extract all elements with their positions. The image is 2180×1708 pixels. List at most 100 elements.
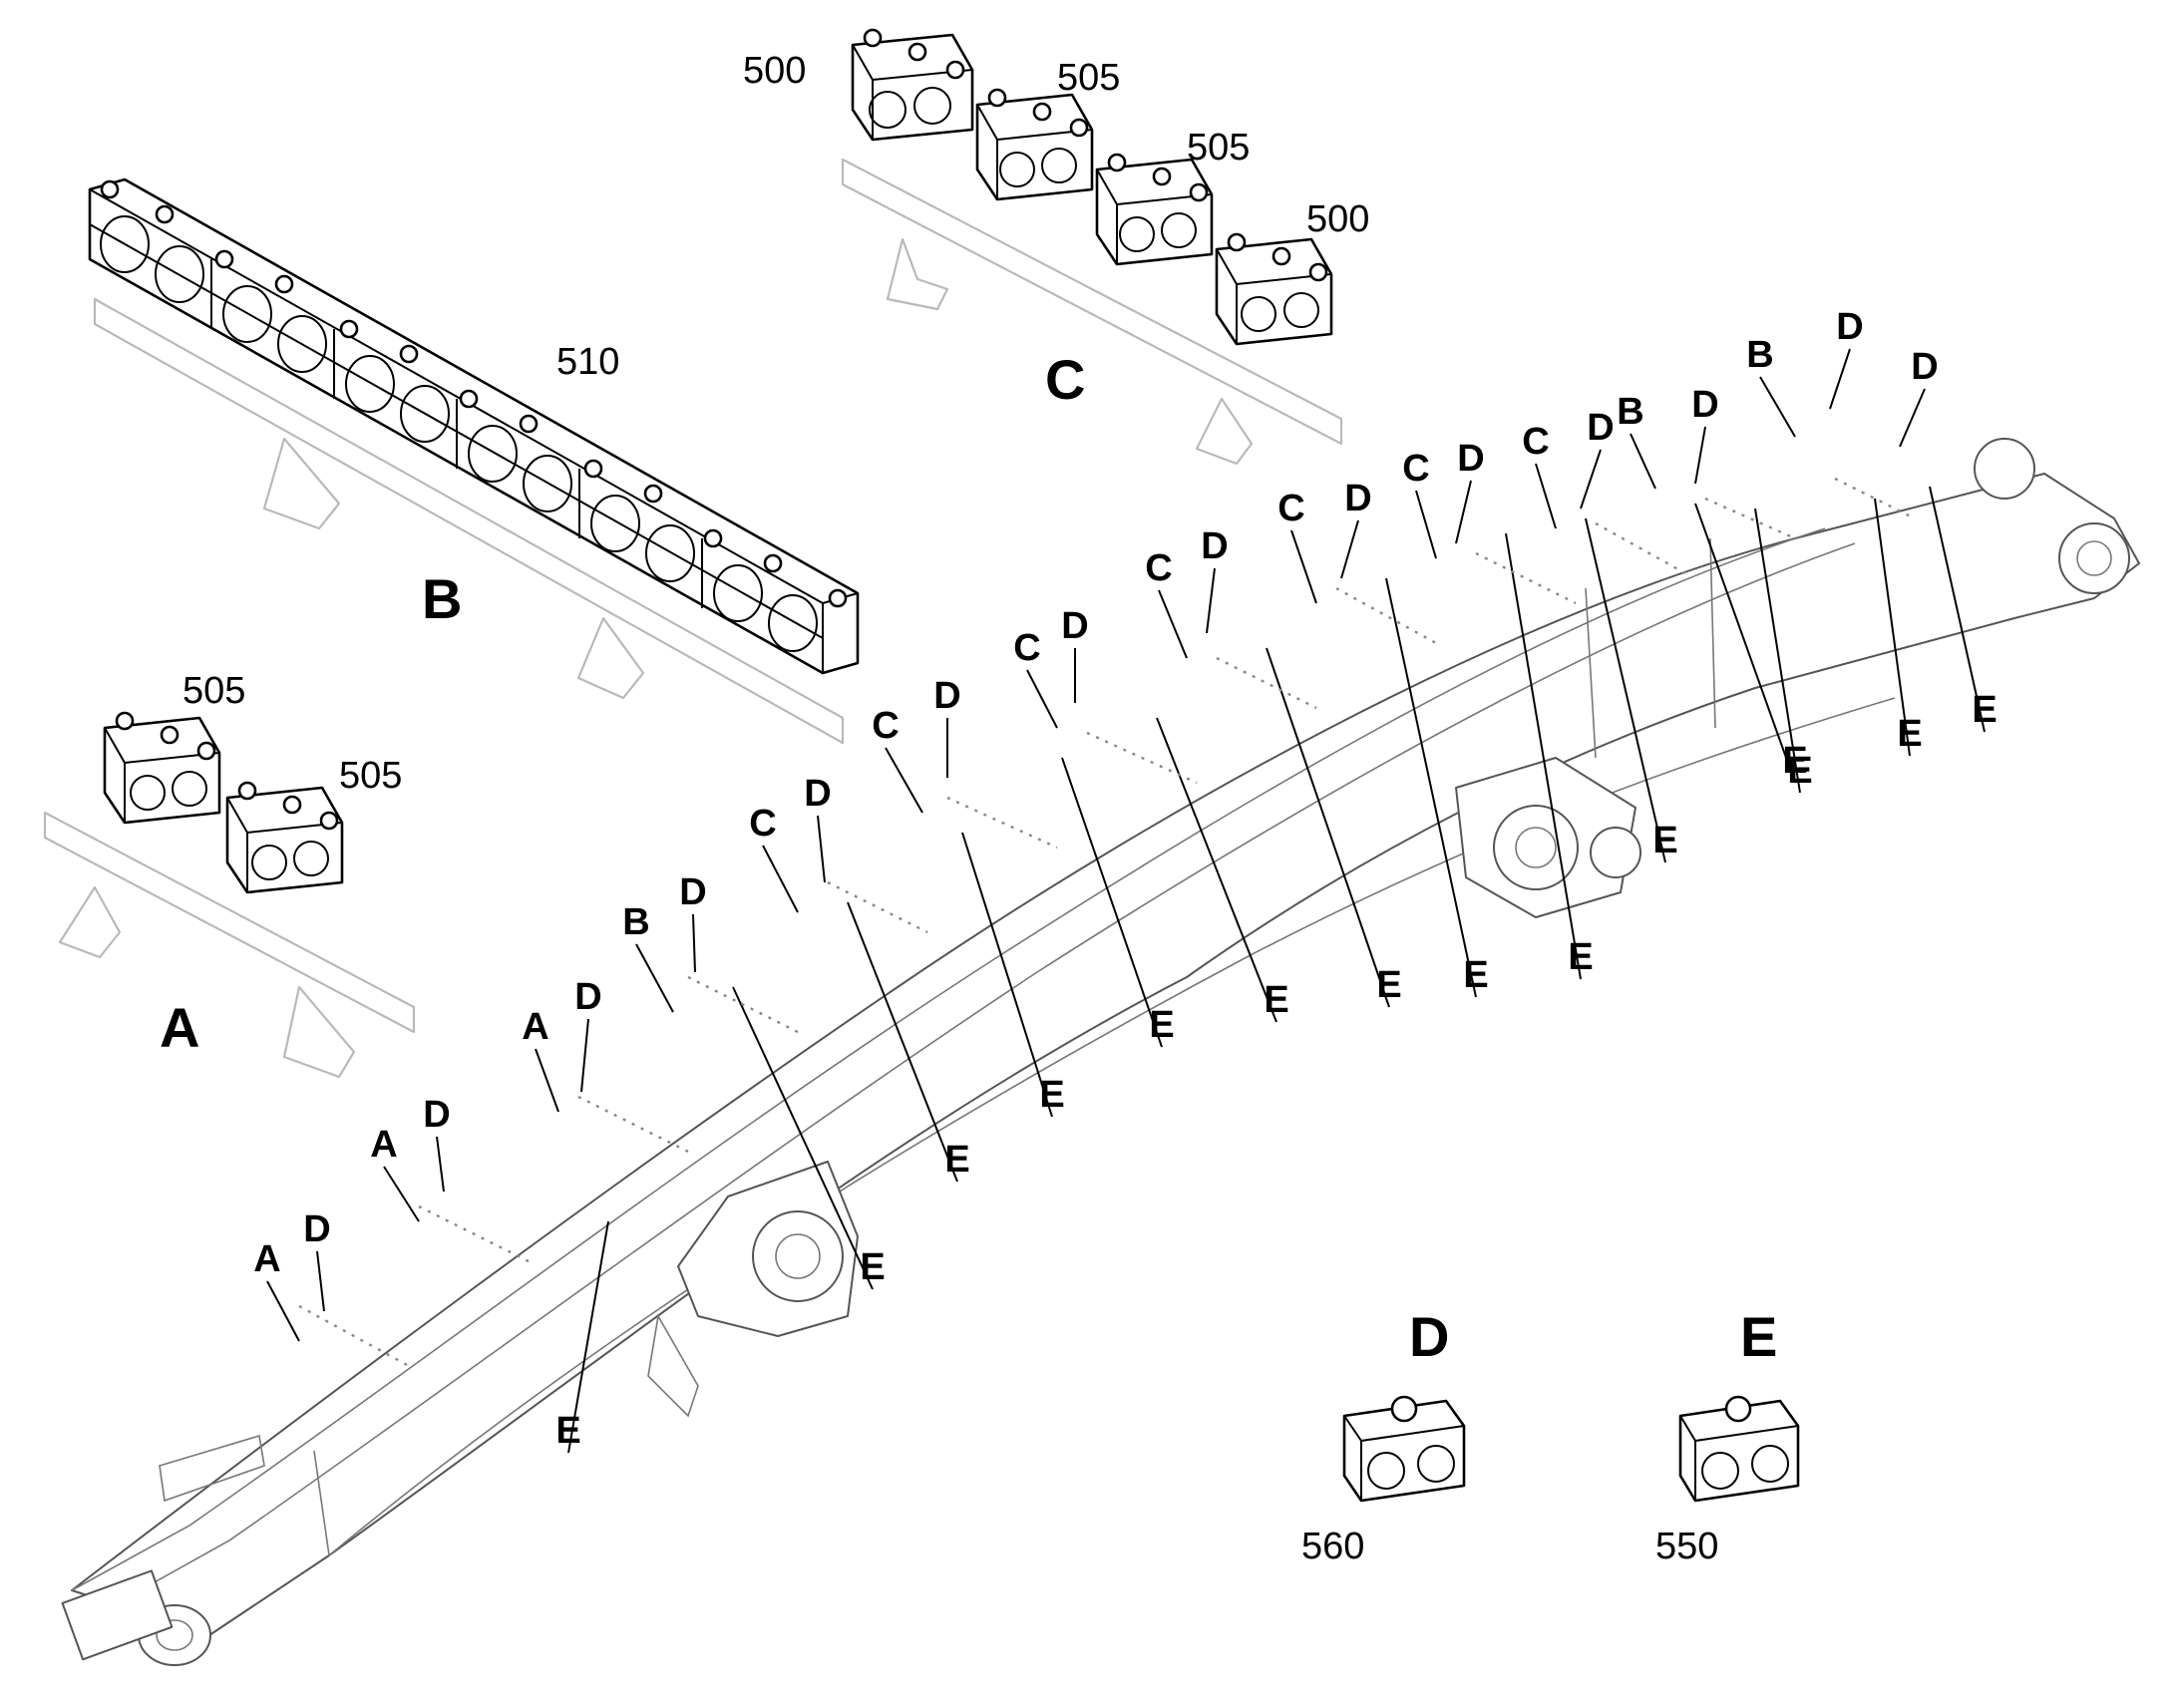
clamp-row-marker — [298, 1304, 410, 1368]
clamp-560-d — [1342, 1395, 1466, 1503]
callout-label-c: C — [1522, 421, 1549, 463]
clamp-500-c-end — [1215, 232, 1333, 346]
callout-label-d: D — [679, 871, 706, 913]
clamp-row-marker — [1595, 521, 1686, 575]
callout-label-e: E — [860, 1246, 885, 1288]
callout-leader-line — [1026, 669, 1058, 729]
callout-leader-line — [383, 1166, 420, 1222]
callout-leader-line — [692, 913, 696, 973]
callout-leader-line — [1694, 503, 1796, 784]
group-label-e: E — [1740, 1305, 1777, 1368]
callout-label-e: E — [1149, 1004, 1174, 1046]
callout-label-d: D — [423, 1094, 450, 1136]
clamp-505-c-right — [1095, 153, 1214, 266]
callout-leader-line — [1340, 519, 1359, 579]
callout-leader-line — [1158, 589, 1188, 659]
clamp-row-marker — [418, 1204, 530, 1263]
group-label-b: B — [422, 567, 462, 630]
group-labels: C B A D E — [160, 348, 1777, 1368]
callout-label-e: E — [1897, 713, 1922, 755]
callout-leader-line — [1580, 449, 1602, 510]
part-number-560: 560 — [1301, 1526, 1364, 1567]
callout-label-c: C — [1145, 547, 1172, 589]
group-label-a: A — [160, 996, 199, 1059]
callout-leader-line — [1505, 532, 1582, 980]
callout-leader-line — [1829, 348, 1851, 410]
callout-label-a: A — [253, 1238, 280, 1280]
clamp-500-c-left — [851, 28, 974, 142]
callout-label-e: E — [1264, 979, 1288, 1021]
part-number-505: 505 — [339, 755, 402, 797]
callout-leader-line — [1415, 490, 1437, 559]
callout-label-b: B — [1617, 391, 1643, 433]
group-a-assembly — [43, 711, 416, 1079]
group-c-assembly — [841, 28, 1343, 466]
clamp-row-marker — [1704, 497, 1796, 540]
callout-leader-line — [847, 901, 958, 1183]
clamp-505-a-right — [225, 781, 344, 894]
callout-leader-line — [635, 943, 674, 1013]
part-number-510: 510 — [556, 341, 619, 383]
callout-label-c: C — [1402, 448, 1429, 490]
callout-leader-line — [732, 986, 874, 1290]
part-number-505: 505 — [1057, 57, 1120, 99]
callout-label-e: E — [1568, 936, 1593, 978]
callout-leader-line — [762, 845, 799, 913]
callout-label-e: E — [1972, 689, 1997, 731]
callout-label-d: D — [1911, 346, 1938, 388]
part-number-505: 505 — [1187, 127, 1250, 169]
callout-leader-line — [1630, 433, 1656, 490]
callout-label-e: E — [555, 1410, 580, 1452]
callout-leader-line — [1385, 577, 1477, 998]
part-number-500: 500 — [743, 50, 806, 92]
callout-label-a: A — [370, 1124, 397, 1166]
callout-label-e: E — [1376, 964, 1401, 1006]
group-label-d: D — [1409, 1305, 1449, 1368]
group-label-c: C — [1045, 348, 1085, 411]
callout-label-e: E — [1787, 750, 1812, 792]
callout-leader-line — [1290, 529, 1317, 604]
boom-structure — [61, 438, 2140, 1666]
callout-label-e: E — [1782, 740, 1807, 782]
clamp-row-marker — [1086, 731, 1198, 785]
callout-leader-line — [1929, 486, 1986, 733]
callout-leader-line — [885, 747, 923, 814]
part-number-505: 505 — [182, 670, 245, 712]
boom-clamp-positions — [266, 348, 1986, 1454]
clamp-row-marker — [687, 975, 799, 1034]
callout-label-e: E — [944, 1139, 969, 1181]
callout-leader-line — [1266, 647, 1390, 1008]
callout-leader-line — [1455, 480, 1472, 544]
callout-label-c: C — [1277, 488, 1304, 529]
callout-label-d: D — [1691, 384, 1718, 426]
callout-label-b: B — [622, 901, 649, 943]
clamp-row-marker — [946, 796, 1058, 850]
clamp-510-b — [88, 177, 860, 675]
callout-leader-line — [1206, 567, 1216, 634]
callout-leader-line — [567, 1220, 609, 1454]
callout-leader-line — [1759, 376, 1796, 438]
part-number-550: 550 — [1655, 1526, 1718, 1567]
callout-label-d: D — [1836, 306, 1863, 348]
callout-label-d: D — [933, 675, 960, 717]
part-number-500: 500 — [1306, 198, 1369, 240]
callout-label-e: E — [1652, 820, 1677, 861]
callout-label-c: C — [1013, 627, 1040, 669]
part-number-labels: 500 505 505 500 510 505 505 560 550 — [182, 50, 1718, 1567]
callout-leader-line — [1061, 757, 1163, 1048]
callout-leader-line — [1874, 498, 1911, 757]
callout-leader-line — [1694, 426, 1706, 485]
callout-leader-line — [535, 1048, 559, 1113]
callout-leader-line — [316, 1250, 325, 1312]
group-b-assembly — [88, 177, 860, 745]
callout-label-c: C — [749, 803, 776, 845]
callout-leader-line — [1754, 508, 1801, 794]
clamp-505-c-mid — [975, 88, 1094, 201]
callout-label-d: D — [804, 773, 831, 815]
callout-label-d: D — [1457, 438, 1484, 480]
callout-label-e: E — [1039, 1074, 1064, 1116]
callout-leader-line — [817, 815, 826, 883]
callout-label-d: D — [1201, 525, 1228, 567]
callout-leader-line — [1535, 463, 1557, 529]
